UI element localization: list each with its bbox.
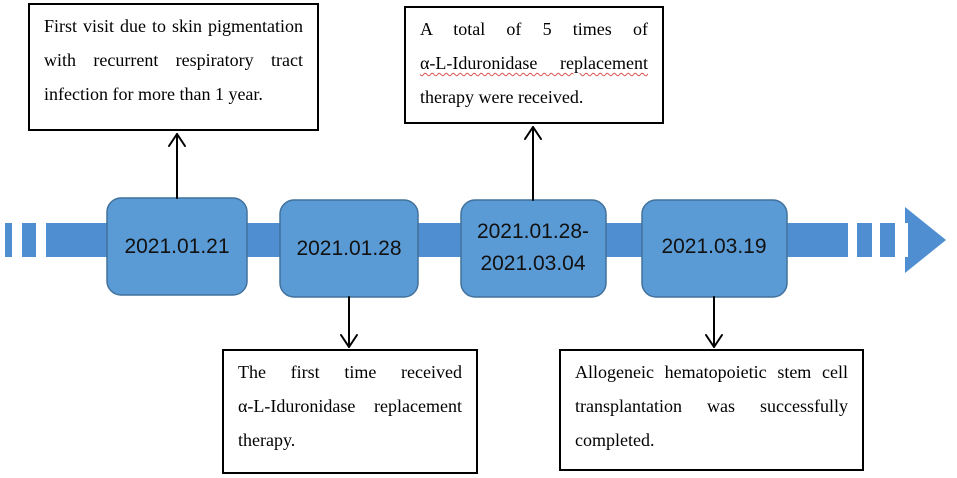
node-date-1: 2021.01.21	[124, 235, 229, 258]
timeline-dash-left-1	[5, 223, 12, 257]
arrowhead-down-4	[705, 334, 723, 348]
note-line: transplantation was successfully	[575, 396, 848, 416]
note-line: Allogeneic hematopoietic stem cell	[575, 362, 848, 382]
note-transplantation: Allogeneic hematopoietic stem cell trans…	[559, 349, 864, 471]
node-date-2: 2021.01.28	[296, 237, 401, 260]
note-line: α-L-Iduronidase replacement	[420, 53, 648, 73]
note-line: A total of 5 times of	[420, 19, 648, 39]
note-line: infection for more than 1 year.	[44, 84, 263, 104]
arrowhead-up-3	[524, 126, 542, 140]
note-line: with recurrent respiratory tract	[44, 50, 303, 70]
timeline-dash-right-1	[857, 223, 872, 257]
note-line: First visit due to skin pigmentation	[44, 16, 303, 36]
note-line: The first time received	[238, 362, 462, 382]
arrowhead-down-2	[340, 334, 358, 348]
note-line: therapy.	[238, 430, 296, 450]
note-first-time-received: The first time received α-L-Iduronidase …	[222, 349, 478, 474]
timeline-dash-right-2	[880, 223, 895, 257]
note-line: completed.	[575, 430, 655, 450]
arrowhead-up-1	[168, 133, 186, 147]
timeline-node-3	[460, 199, 607, 298]
timeline-dash-left-2	[22, 223, 36, 257]
note-first-visit: First visit due to skin pigmentation wit…	[28, 3, 319, 131]
note-line: therapy were received.	[420, 87, 584, 107]
note-total-five-times: A total of 5 times of α-L-Iduronidase re…	[404, 6, 664, 124]
node-date-4: 2021.03.19	[661, 235, 766, 258]
timeline-arrow-head	[905, 207, 946, 273]
note-line: α-L-Iduronidase replacement	[238, 396, 462, 416]
node-date-3b: 2021.03.04	[480, 252, 585, 275]
node-date-3a: 2021.01.28-	[477, 220, 589, 243]
